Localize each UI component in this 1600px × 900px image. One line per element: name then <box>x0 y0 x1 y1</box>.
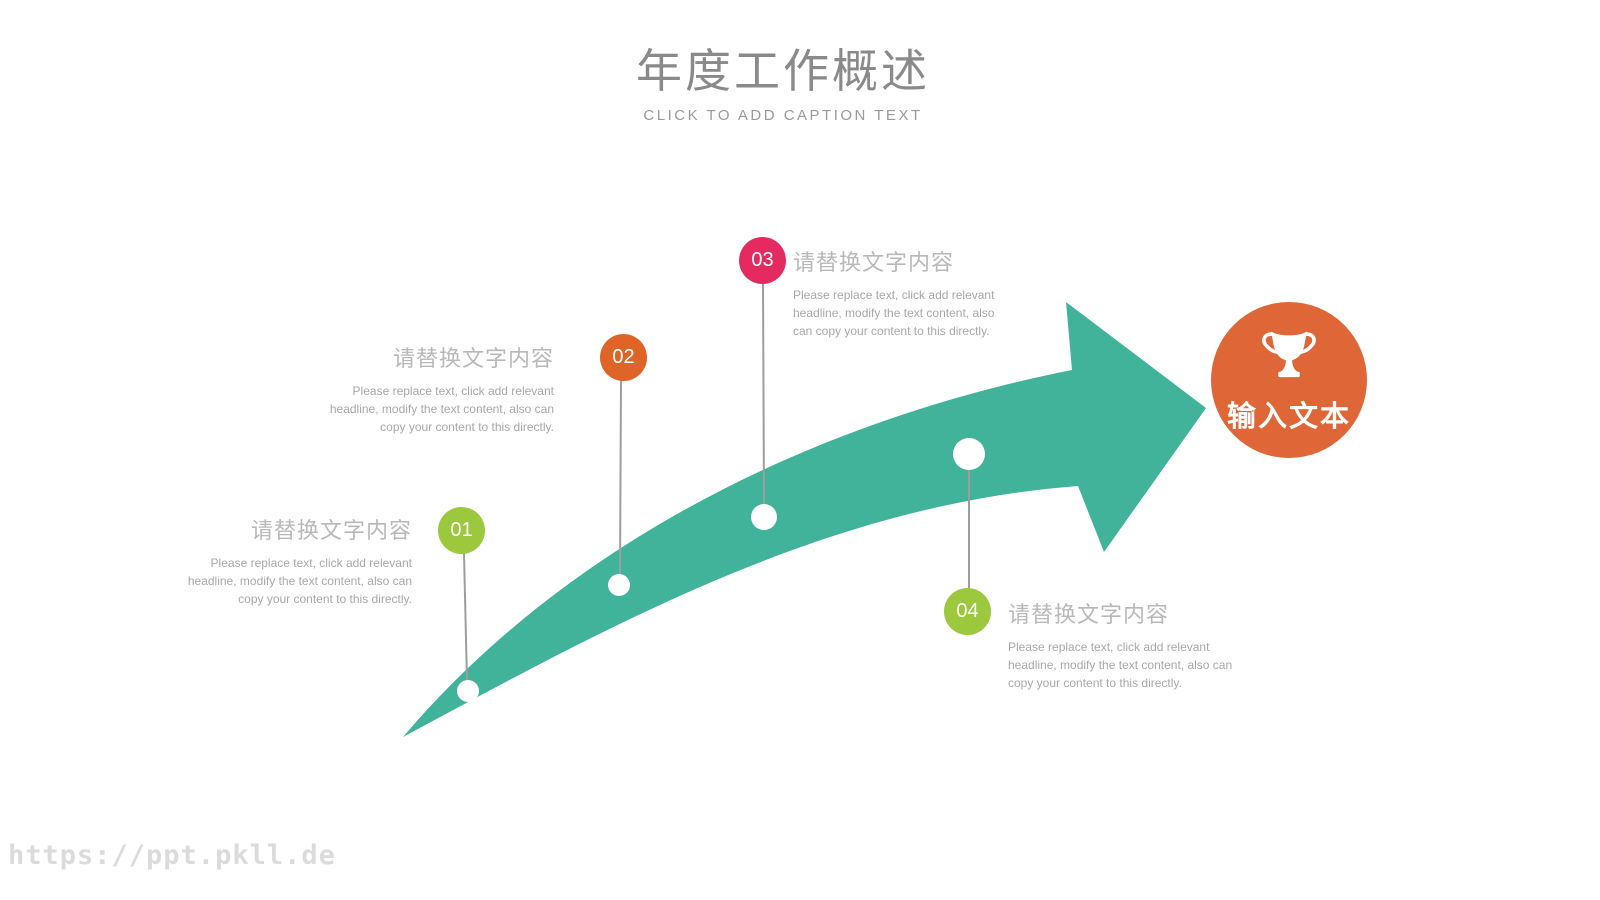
trophy-icon <box>1260 326 1318 383</box>
milestone-dot-1 <box>457 680 479 702</box>
step-02: 请替换文字内容 Please replace text, click add r… <box>304 341 554 436</box>
growth-arrow-shape <box>403 302 1206 737</box>
goal-label: 输入文本 <box>1226 400 1351 433</box>
slide-title: 年度工作概述 <box>636 45 930 97</box>
step-04-number: 04 <box>956 600 979 622</box>
connector-line-3 <box>762 282 765 507</box>
step-03-body: Please replace text, click add relevant … <box>793 288 995 338</box>
slide-subtitle: CLICK TO ADD CAPTION TEXT <box>643 107 923 125</box>
step-02-body: Please replace text, click add relevant … <box>329 384 554 434</box>
step-03: 请替换文字内容 Please replace text, click add r… <box>793 245 1001 340</box>
step-02-badge: 02 <box>600 334 647 381</box>
title-block: 年度工作概述 CLICK TO ADD CAPTION TEXT <box>383 44 1183 124</box>
step-01-body: Please replace text, click add relevant … <box>187 556 412 606</box>
milestone-dot-3 <box>751 504 777 530</box>
step-01: 请替换文字内容 Please replace text, click add r… <box>162 513 412 608</box>
step-04: 请替换文字内容 Please replace text, click add r… <box>1008 597 1258 692</box>
milestone-dot-4 <box>953 438 985 470</box>
step-02-number: 02 <box>612 346 635 368</box>
connector-line-2 <box>619 379 622 577</box>
step-01-number: 01 <box>450 519 473 541</box>
step-04-body: Please replace text, click add relevant … <box>1008 640 1233 690</box>
watermark-url: https://ppt.pkll.de <box>8 840 336 871</box>
step-01-badge: 01 <box>438 507 485 554</box>
step-01-heading: 请替换文字内容 <box>250 518 412 543</box>
milestone-dot-2 <box>608 574 630 596</box>
step-03-number: 03 <box>751 249 774 271</box>
step-03-heading: 请替换文字内容 <box>793 250 955 275</box>
goal-circle: 输入文本 <box>1211 302 1367 458</box>
connector-line-1 <box>463 552 468 683</box>
step-02-heading: 请替换文字内容 <box>392 346 554 371</box>
step-04-badge: 04 <box>944 588 991 635</box>
step-04-heading: 请替换文字内容 <box>1008 602 1170 627</box>
step-03-badge: 03 <box>739 237 786 284</box>
